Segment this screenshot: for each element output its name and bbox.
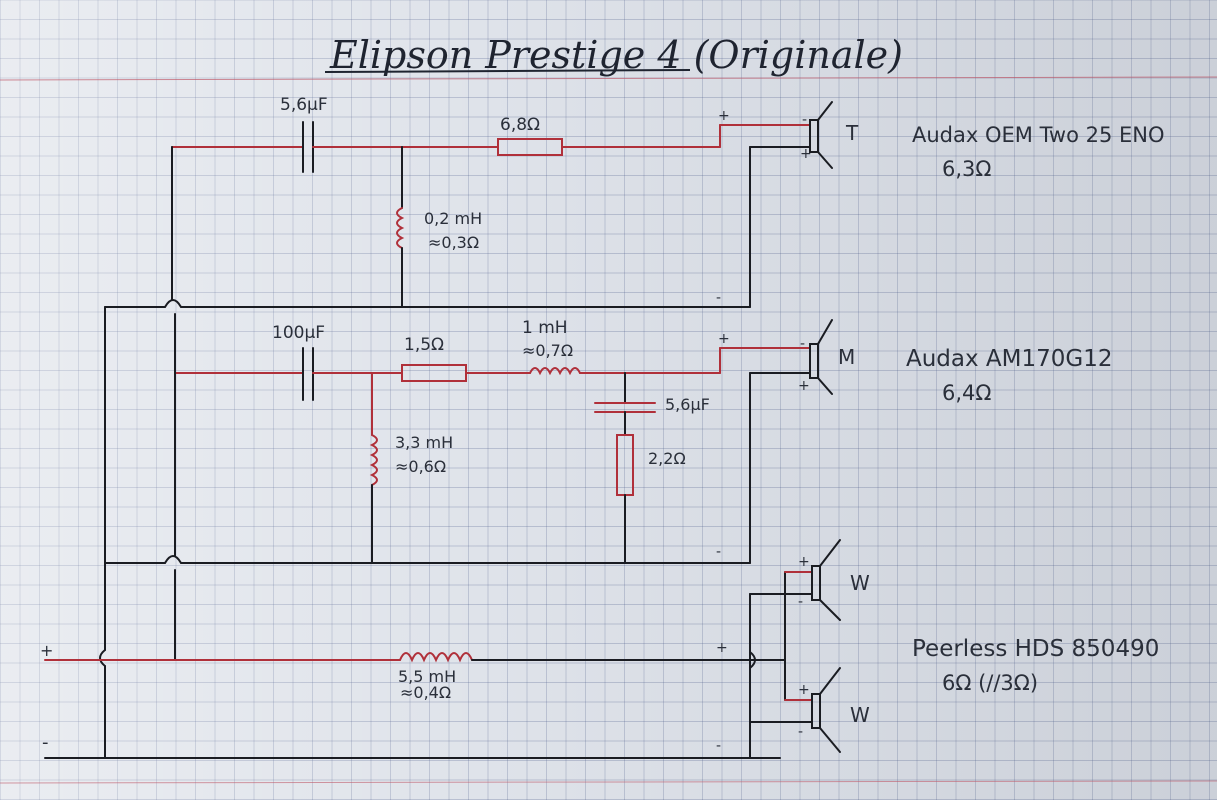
midrange-section [174, 347, 811, 564]
tweeter-speaker-minus-mark: - [802, 112, 807, 128]
woofer-coil-res: ≈0,4Ω [400, 683, 451, 702]
rail-mid-minus [104, 555, 751, 564]
woofer-driver-imp: 6Ω (//3Ω) [942, 671, 1038, 695]
margin-line-top [0, 76, 1217, 81]
mid-shunt-coil [369, 434, 378, 486]
tweeter-speaker-plus-mark: + [800, 146, 812, 162]
tweeter-driver-name: Audax OEM Two 25 ENO [912, 123, 1165, 147]
title-underline [324, 69, 691, 73]
woofer2-speaker-icon [811, 667, 841, 753]
tweeter-speaker-icon [809, 101, 833, 169]
tweeter-cap-label: 5,6µF [280, 95, 328, 115]
mid-shunt-coil-res: ≈0,6Ω [395, 457, 446, 476]
mid-series-coil [529, 367, 581, 376]
midrange-driver-name: Audax AM170G12 [906, 346, 1113, 372]
tweeter-coil-res: ≈0,3Ω [428, 233, 479, 252]
w1-minus-mark: - [798, 594, 803, 610]
tweeter-resistor-label: 6,8Ω [500, 115, 540, 135]
rail-tweeter-minus [104, 299, 751, 308]
ground-rails [44, 146, 781, 759]
tweeter-coil [396, 207, 405, 249]
midrange-speaker-icon [809, 319, 833, 395]
input-minus-mark: - [42, 732, 49, 753]
midrange-letter: M [838, 345, 855, 369]
mid-plus-mark: + [718, 331, 730, 347]
margin-line-bottom [0, 780, 1217, 784]
tweeter-driver-imp: 6,3Ω [942, 157, 991, 181]
mid-cap-label: 100µF [272, 323, 325, 343]
tweeter-resistor [497, 138, 563, 156]
tweeter-letter: T [845, 121, 859, 145]
speaker-symbols [809, 101, 841, 753]
input-plus-mark: + [40, 641, 53, 660]
woofer1-speaker-icon [811, 539, 841, 621]
w2-plus-mark: + [798, 682, 810, 698]
notch-cap-label: 5,6µF [665, 395, 710, 414]
tweeter-coil-value: 0,2 mH [424, 209, 482, 228]
rail-minus-hop [99, 649, 106, 667]
notch-resistor-label: 2,2Ω [648, 449, 686, 468]
notch-resistor [616, 434, 634, 496]
tweeter-section [171, 121, 811, 308]
mid-speaker-plus-mark: + [798, 378, 810, 394]
woofer-rail-minus-mark: - [716, 738, 721, 754]
w1-plus-mark: + [798, 554, 810, 570]
mid-speaker-minus-mark: - [800, 336, 805, 352]
midrange-driver-imp: 6,4Ω [942, 381, 991, 405]
woofer-coil-value: 5,5 mH [398, 667, 456, 686]
mid-resistor-label: 1,5Ω [404, 335, 444, 355]
w2-minus-mark: - [798, 724, 803, 740]
mid-shunt-coil-value: 3,3 mH [395, 433, 453, 452]
woofer-driver-name: Peerless HDS 850490 [912, 636, 1159, 662]
woofer-coil [399, 652, 473, 663]
mid-series-coil-res: ≈0,7Ω [522, 341, 573, 360]
mid-resistor [401, 364, 467, 382]
woofer-section [44, 571, 813, 759]
mid-rail-minus-mark: - [716, 544, 721, 560]
tweeter-plus-mark: + [718, 108, 730, 124]
woofer-plus-mark: + [716, 640, 728, 656]
woofer2-letter: W [850, 703, 870, 727]
mid-series-coil-value: 1 mH [522, 318, 568, 338]
tweeter-rail-minus-mark: - [716, 290, 721, 306]
woofer1-letter: W [850, 571, 870, 595]
